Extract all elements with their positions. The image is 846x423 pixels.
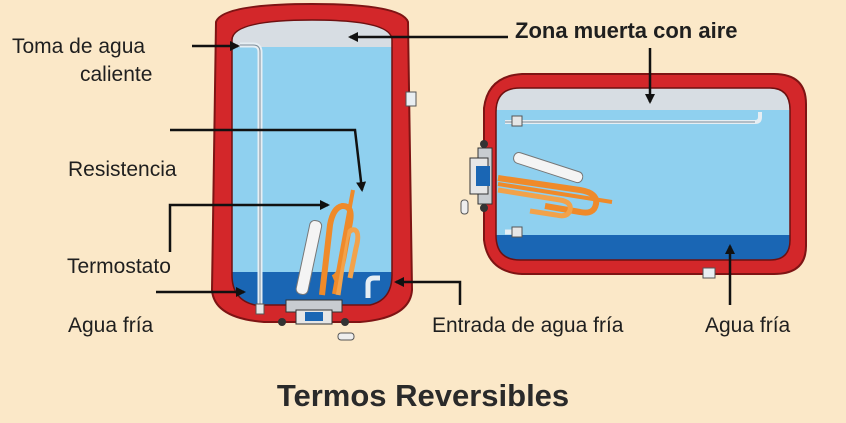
label-agua-fria-left: Agua fría [68, 314, 154, 337]
label-agua-fria-right: Agua fría [705, 314, 791, 337]
horizontal-water [496, 88, 790, 260]
vertical-tank [210, 2, 417, 341]
side-fitting [405, 91, 417, 107]
arrow-resistencia [170, 128, 367, 192]
label-toma-agua-line2: caliente [80, 63, 153, 86]
label-termostato: Termostato [67, 255, 171, 278]
horizontal-cold-water [496, 235, 790, 260]
label-entrada-agua-fria: Entrada de agua fría [432, 314, 624, 337]
horizontal-air-zone [496, 88, 790, 110]
label-toma-agua-line1: Toma de agua [12, 35, 146, 58]
thermostat-rod [295, 219, 323, 295]
diagram-title: Termos Reversibles [276, 378, 570, 413]
vertical-air-zone [232, 20, 392, 47]
arrow-entrada-agua [394, 277, 462, 305]
horizontal-tank [460, 73, 807, 279]
arrow-termostato [168, 200, 330, 252]
leader-lines [156, 32, 735, 305]
label-resistencia: Resistencia [68, 158, 177, 181]
label-zona-muerta: Zona muerta con aire [515, 18, 738, 43]
cold-water-inlet-pipe [365, 275, 380, 298]
